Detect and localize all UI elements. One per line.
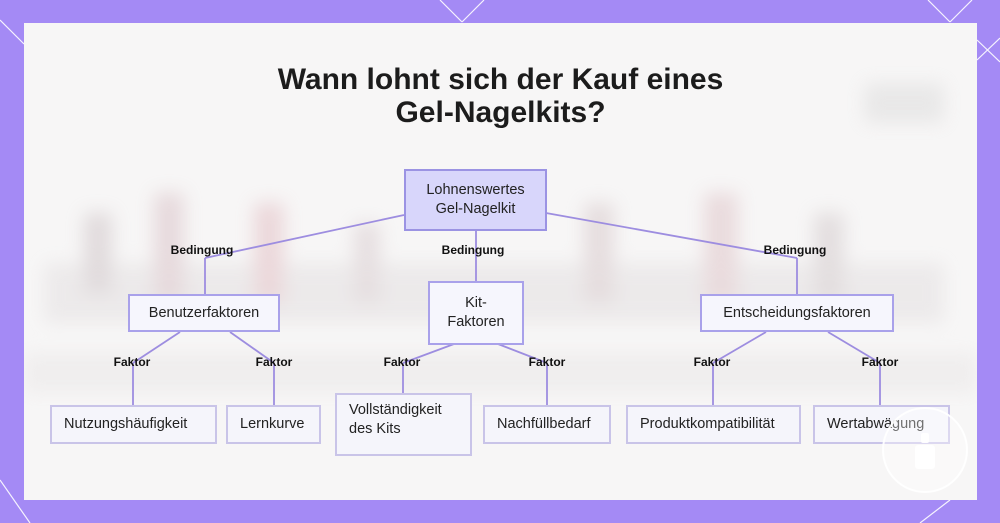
node-kit-faktoren: Kit- Faktoren xyxy=(428,281,524,345)
edge-label-faktor-2: Faktor xyxy=(255,355,293,369)
diagram-card: Wann lohnt sich der Kauf eines Gel-Nagel… xyxy=(24,23,977,500)
root-node: Lohnenswertes Gel-Nagelkit xyxy=(404,169,547,231)
title-line-1: Wann lohnt sich der Kauf eines xyxy=(277,63,724,96)
leaf-nutzungshaeufigkeit: Nutzungshäufigkeit xyxy=(50,405,217,444)
leaf-vollstaendigkeit: Vollständigkeit des Kits xyxy=(335,393,472,456)
leaf-lernkurve: Lernkurve xyxy=(226,405,321,444)
node-entscheidungsfaktoren: Entscheidungsfaktoren xyxy=(700,294,894,332)
page-title: Wann lohnt sich der Kauf eines Gel-Nagel… xyxy=(24,63,977,129)
edge-label-faktor-5: Faktor xyxy=(693,355,731,369)
edge-label-faktor-3: Faktor xyxy=(383,355,421,369)
edge-label-faktor-6: Faktor xyxy=(861,355,899,369)
leaf-produktkompatibilitaet: Produktkompatibilität xyxy=(626,405,801,444)
edge-label-faktor-1: Faktor xyxy=(113,355,151,369)
edge-label-faktor-4: Faktor xyxy=(528,355,566,369)
connector-lines xyxy=(132,212,881,405)
edge-label-bedingung-3: Bedingung xyxy=(763,243,827,257)
bottle-icon xyxy=(915,433,935,469)
edge-label-bedingung-1: Bedingung xyxy=(170,243,234,257)
leaf-nachfuellbedarf: Nachfüllbedarf xyxy=(483,405,611,444)
title-line-2: Gel-Nagelkits? xyxy=(395,96,606,129)
node-benutzerfaktoren: Benutzerfaktoren xyxy=(128,294,280,332)
edge-label-bedingung-2: Bedingung xyxy=(441,243,505,257)
